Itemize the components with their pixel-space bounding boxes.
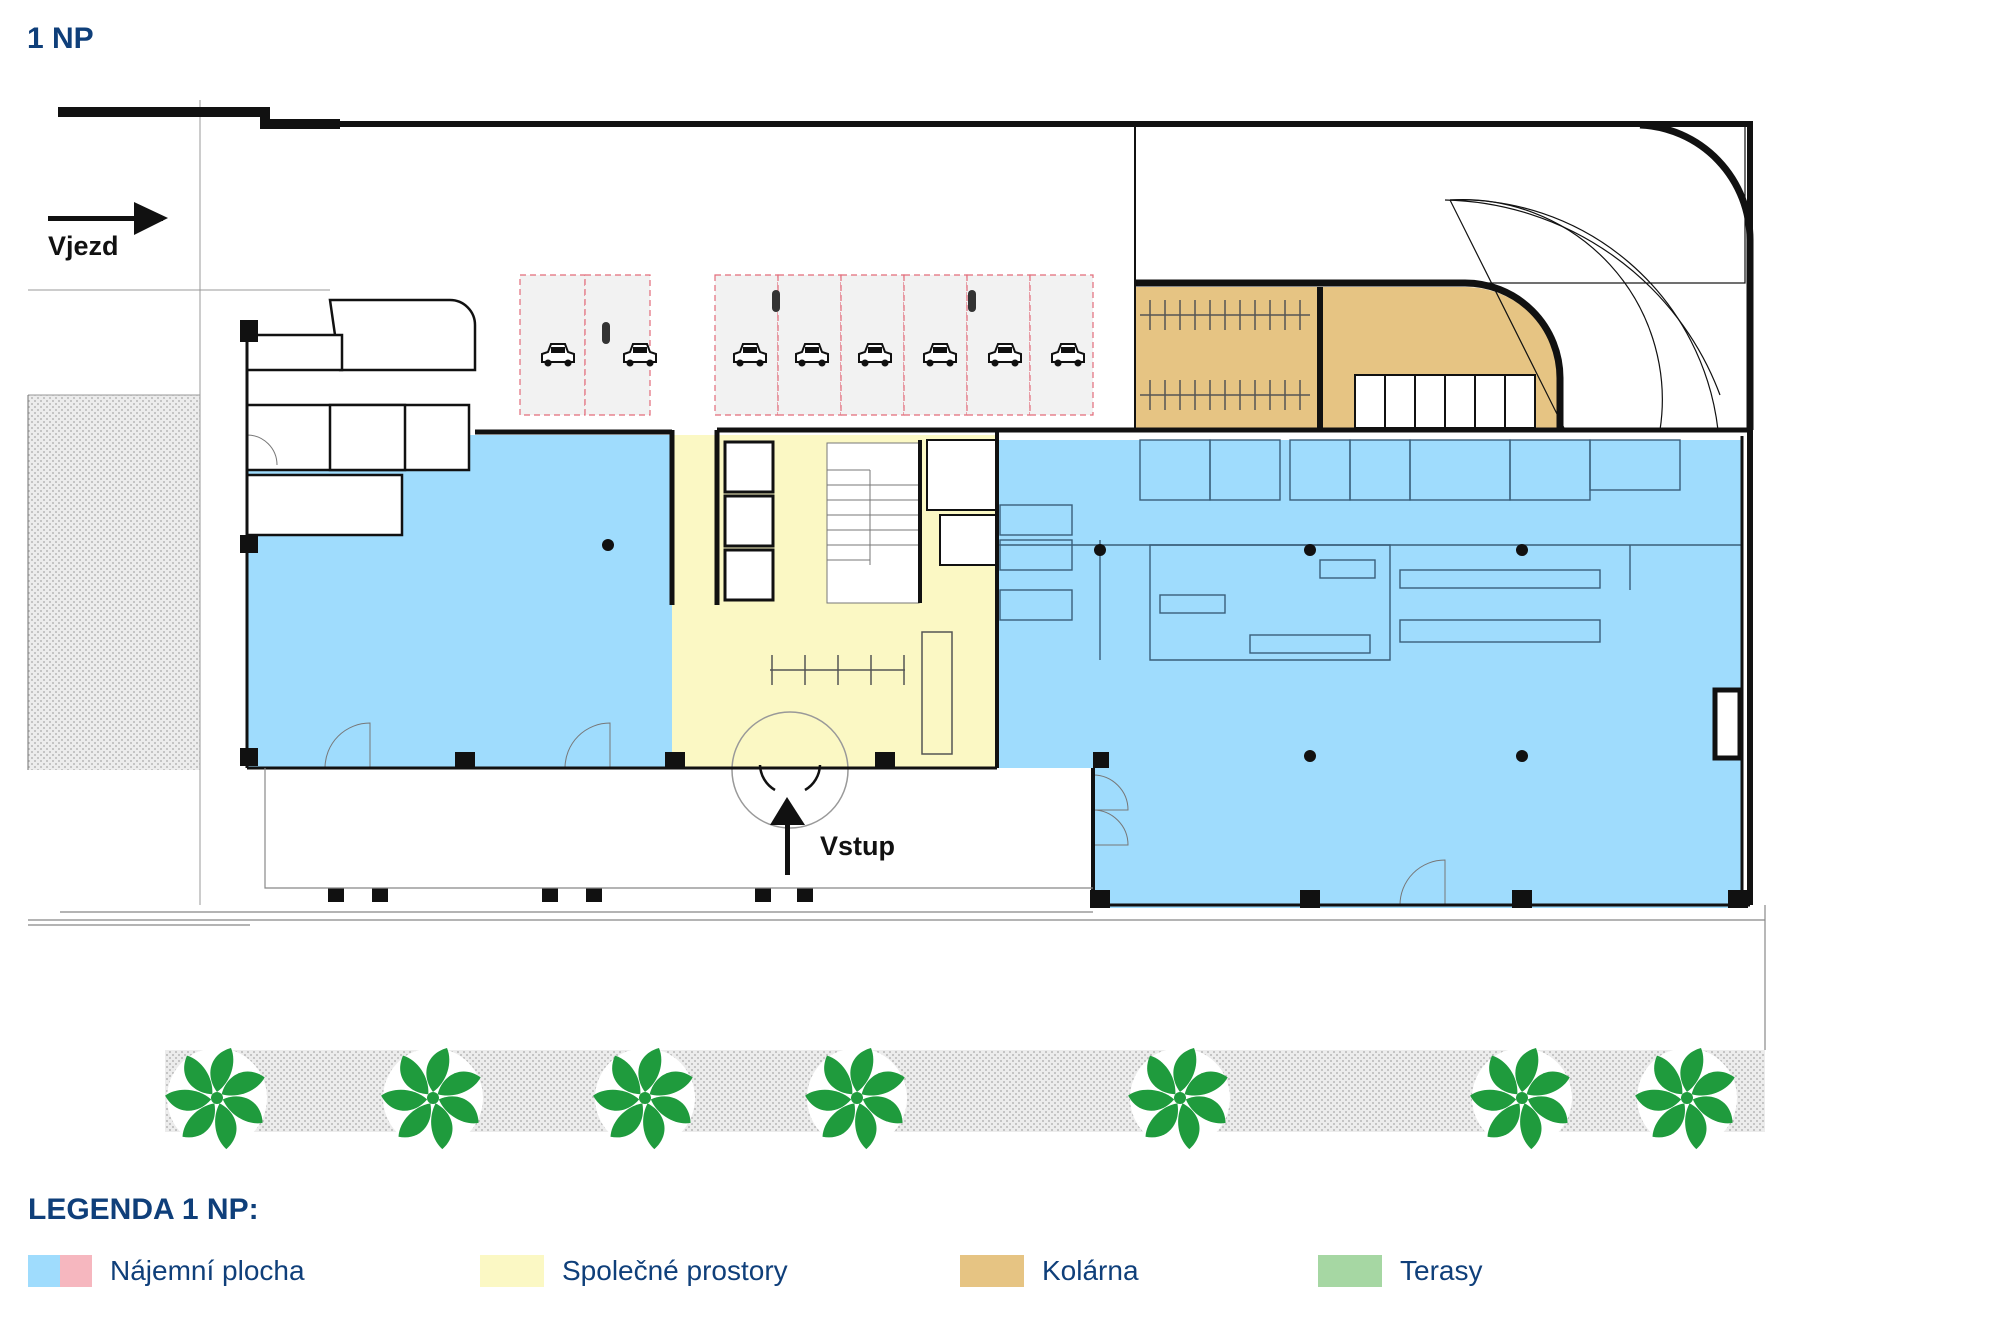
elevators [723, 440, 775, 602]
walls [58, 107, 1753, 907]
sidewalk-lines [27, 395, 1766, 1050]
rental-area-west-upper [475, 435, 672, 540]
legend-label: Terasy [1400, 1255, 1483, 1286]
legend-swatch-bike-room [960, 1255, 1024, 1287]
rental-area-east [997, 440, 1742, 768]
legend-item-rental: Nájemní plocha [28, 1254, 305, 1288]
legend-item-bike-room: Kolárna [960, 1254, 1139, 1288]
service-rooms [245, 298, 477, 537]
legend-swatch-terraces [1318, 1255, 1382, 1287]
label-entry-vehicles: Vjezd [48, 231, 119, 261]
legend-title: LEGENDA 1 NP: [28, 1193, 259, 1226]
side-paving [28, 395, 200, 770]
legend-label: Společné prostory [562, 1255, 788, 1286]
arrow-icon [48, 202, 805, 875]
legend-swatch-common [480, 1255, 544, 1287]
legend-item-common: Společné prostory [480, 1254, 788, 1288]
legend-item-terraces: Terasy [1318, 1254, 1482, 1288]
page-title: 1 NP [27, 22, 94, 55]
changing-rooms [1354, 374, 1536, 429]
legend-label: Nájemní plocha [110, 1255, 305, 1286]
columns [240, 320, 1748, 908]
legend-label: Kolárna [1042, 1255, 1139, 1286]
bike-racks [1140, 300, 1310, 410]
staircase [826, 442, 920, 604]
office-partitions [997, 439, 1742, 661]
toilets [926, 439, 998, 566]
rental-area-east-lower [1093, 768, 1742, 908]
east-opening [1712, 687, 1743, 761]
door-swings [246, 434, 1446, 906]
legend-swatch-rental [28, 1255, 92, 1287]
label-entry-main: Vstup [820, 831, 895, 861]
ramp-outer-wall [1639, 121, 1754, 430]
